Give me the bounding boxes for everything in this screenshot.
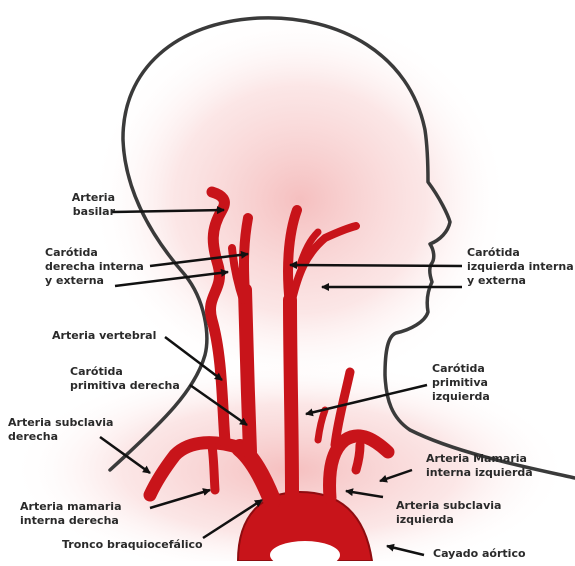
left-common-carotid (290, 300, 292, 495)
label-arteria-subclavia-izquierda: Arteria subclavia izquierda (396, 499, 501, 527)
label-arteria-mamaria-derecha: Arteria mamaria interna derecha (20, 500, 122, 528)
left-internal-mammary (356, 445, 360, 470)
label-arteria-basilar: Arteria basilar (40, 191, 115, 219)
arrow-carotida-izquierda-interna (290, 265, 462, 266)
label-carotida-primitiva-izquierda: Carótida primitiva izquierda (432, 362, 490, 404)
label-cayado-aortico: Cayado aórtico (433, 547, 526, 561)
label-arteria-mamaria-izquierda: Arteria Mamaria interna izquierda (426, 452, 533, 480)
label-carotida-primitiva-derecha: Carótida primitiva derecha (70, 365, 180, 393)
right-internal-mammary (212, 446, 215, 490)
label-carotida-derecha: Carótida derecha interna y externa (45, 246, 144, 288)
right-common-carotid (245, 290, 250, 452)
label-arteria-vertebral: Arteria vertebral (52, 329, 156, 343)
label-tronco-braquiocefalico: Tronco braquiocefálico (62, 538, 203, 552)
right-internal-carotid (244, 218, 248, 295)
label-carotida-izquierda: Carótida izquierda interna y externa (467, 246, 574, 288)
label-arteria-subclavia-derecha: Arteria subclavia derecha (8, 416, 113, 444)
